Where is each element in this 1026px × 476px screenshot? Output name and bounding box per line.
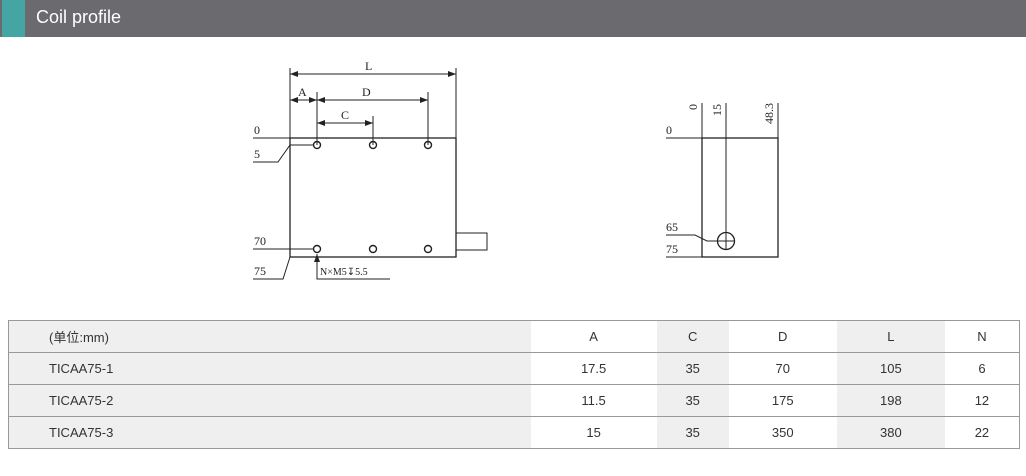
side-view: 0 15 48.3 0 65 75 [666,103,779,258]
hole-callout: N×M5↧5.5 [320,267,368,278]
y-label-0: 0 [254,123,260,137]
cell: 11.5 [530,384,657,417]
header-cell: D [728,320,837,353]
cell: TICAA75-3 [7,416,531,449]
header-cell: L [836,320,945,353]
dim-l: L [365,59,372,73]
y-label-75: 75 [254,264,266,278]
dim-c: C [341,108,349,122]
coil-drawing: L A D C 0 5 70 75 N×M5↧5.5 0 15 48.3 0 6… [253,59,779,280]
x-label-0: 0 [686,104,700,110]
dimension-table: (单位:mm) A C D L N TICAA75-1 17.5 35 70 1… [7,320,1020,449]
cell: 17.5 [530,352,657,385]
cell: 15 [530,416,657,449]
dim-a: A [298,85,307,99]
cell: 70 [728,352,837,385]
cell: 350 [728,416,837,449]
side-y-label-75: 75 [666,242,678,256]
cell: 6 [944,352,1020,385]
x-label-15: 15 [710,104,724,116]
header-accent [2,0,25,37]
x-label-48-3: 48.3 [762,103,776,124]
section-title: Coil profile [36,7,122,27]
cell: 35 [656,352,729,385]
cell: TICAA75-1 [7,352,531,385]
cell: 380 [836,416,945,449]
cell: 175 [728,384,837,417]
cell: 198 [836,384,945,417]
cell: 105 [836,352,945,385]
section-header: Coil profile [0,0,1026,37]
cell: 35 [656,384,729,417]
table-row: TICAA75-2 11.5 35 175 198 12 [7,384,1020,417]
table-row: TICAA75-1 17.5 35 70 105 6 [7,352,1020,385]
table-row: TICAA75-3 15 35 350 380 22 [7,416,1020,449]
cell: 22 [944,416,1020,449]
y-label-5: 5 [254,147,260,161]
header-cell: C [656,320,729,353]
header-cell: (单位:mm) [7,320,531,353]
table-header-row: (单位:mm) A C D L N [7,320,1020,353]
front-view: L A D C 0 5 70 75 N×M5↧5.5 [253,59,488,280]
side-y-label-65: 65 [666,220,678,234]
y-label-70: 70 [254,234,266,248]
cell: TICAA75-2 [7,384,531,417]
mounting-holes [312,140,433,254]
cell: 35 [656,416,729,449]
side-y-label-0: 0 [666,123,672,137]
header-cell: N [944,320,1020,353]
cell: 12 [944,384,1020,417]
dim-d: D [362,85,371,99]
header-cell: A [530,320,657,353]
